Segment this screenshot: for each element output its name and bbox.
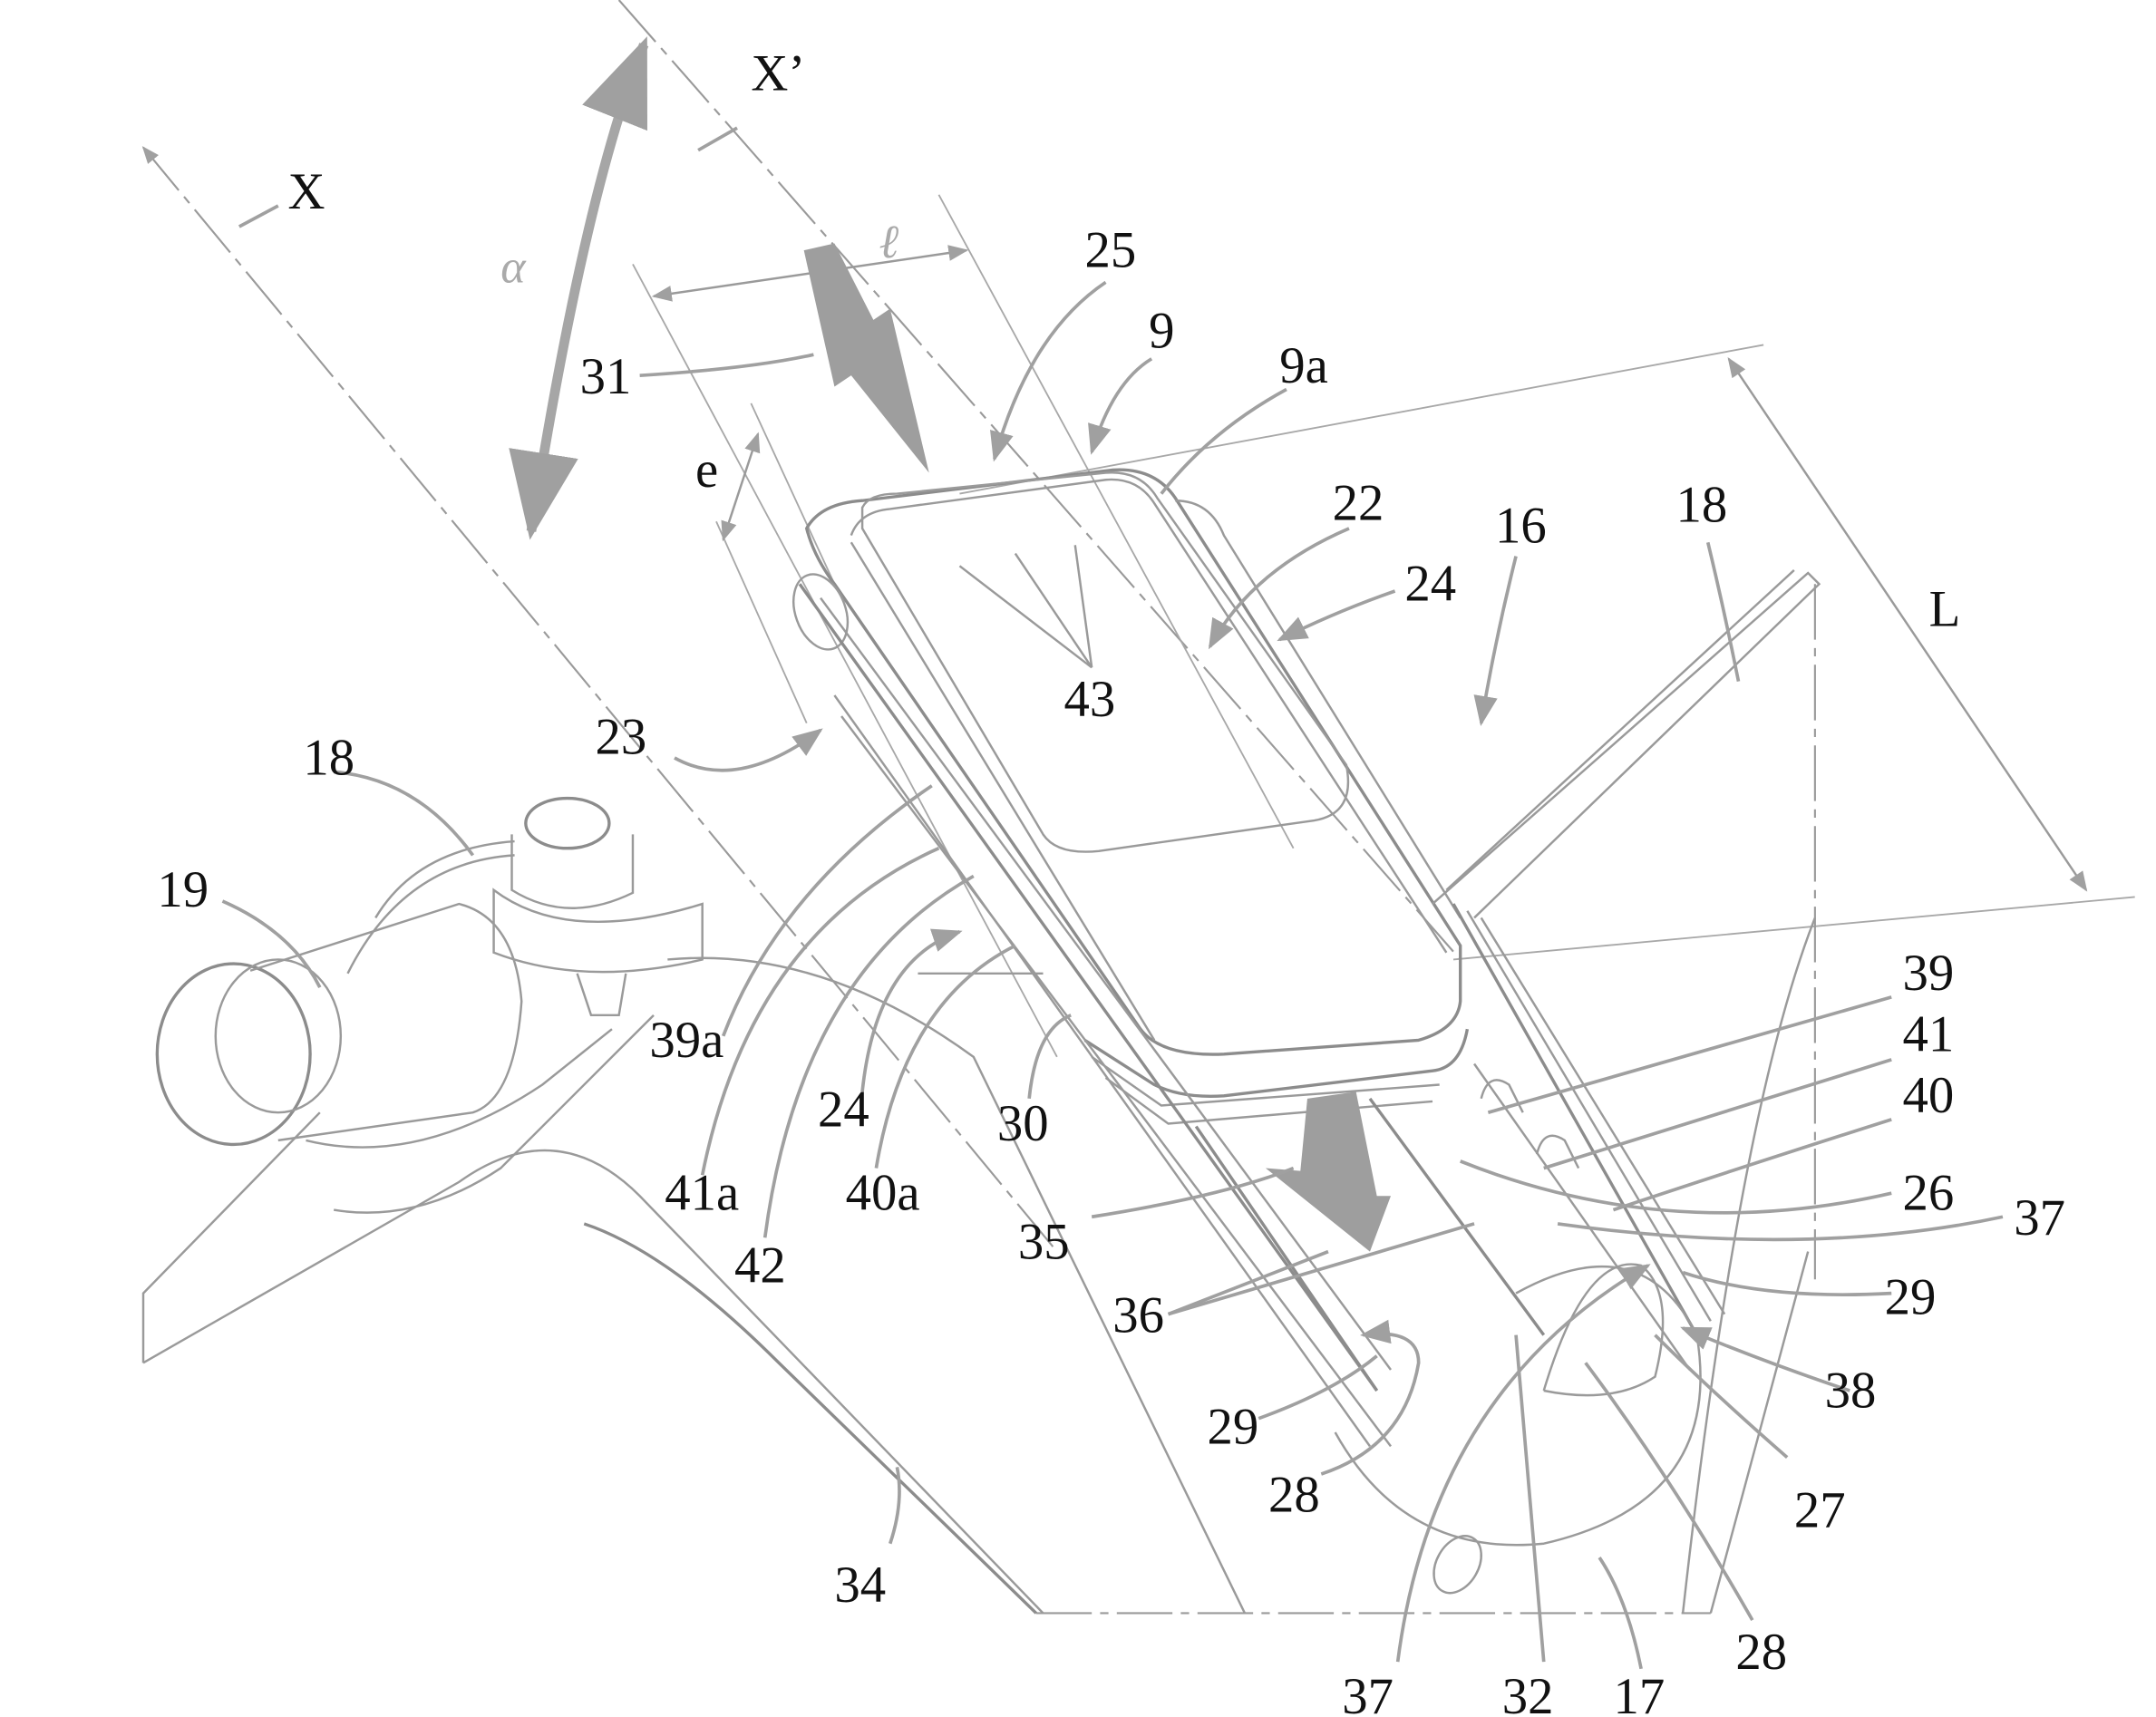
axis-x-line xyxy=(141,146,1058,1253)
ref-9a: 9a xyxy=(1279,337,1328,394)
ref-31: 31 xyxy=(580,348,632,405)
label-axis-x: X xyxy=(288,163,325,220)
ref-24-top: 24 xyxy=(1404,556,1456,613)
ref-43: 43 xyxy=(1064,671,1116,728)
ref-18-right: 18 xyxy=(1675,476,1727,533)
ref-34: 34 xyxy=(834,1557,886,1614)
label-axis-x-prime: X’ xyxy=(751,45,805,102)
ref-26: 26 xyxy=(1903,1165,1955,1222)
ref-28-left: 28 xyxy=(1268,1466,1320,1523)
insertion-arrow xyxy=(803,243,929,473)
leader-lines xyxy=(221,280,2004,1670)
ref-37-right: 37 xyxy=(2014,1189,2065,1247)
ref-25: 25 xyxy=(1085,222,1137,279)
ref-28-right: 28 xyxy=(1735,1624,1787,1681)
holder-lower-grip xyxy=(1083,1028,1470,1125)
axis-x-prime-line xyxy=(617,0,1462,961)
phone-side-button xyxy=(792,573,850,651)
ref-16: 16 xyxy=(1495,497,1547,554)
ref-40: 40 xyxy=(1903,1067,1955,1124)
feature-43-leaders xyxy=(958,545,1093,669)
dimension-L xyxy=(959,344,2135,961)
holder-tab-39 xyxy=(1480,1079,1524,1113)
phone-screen xyxy=(860,471,1350,853)
holder-rail-right xyxy=(1452,903,1726,1371)
ref-30: 30 xyxy=(997,1095,1049,1152)
holder-tab-41 xyxy=(1535,1134,1580,1169)
handlebar-grip-19 xyxy=(155,902,523,1147)
ref-41: 41 xyxy=(1903,1006,1955,1063)
ref-29-right: 29 xyxy=(1885,1269,1937,1326)
slot-36 xyxy=(1194,1097,1546,1392)
ref-9: 9 xyxy=(1149,302,1174,359)
slide-arrow xyxy=(1265,1091,1391,1252)
ref-42: 42 xyxy=(734,1237,786,1294)
ref-36: 36 xyxy=(1112,1287,1164,1344)
ref-27: 27 xyxy=(1794,1481,1846,1538)
ref-24-bottom: 24 xyxy=(818,1082,869,1139)
ref-23: 23 xyxy=(596,708,647,765)
bell-18 xyxy=(306,796,704,1214)
label-e: e xyxy=(695,441,718,499)
ref-38: 38 xyxy=(1825,1362,1877,1419)
ref-18-left: 18 xyxy=(303,729,354,786)
angle-alpha-arc xyxy=(509,36,649,540)
ref-39: 39 xyxy=(1903,945,1955,1002)
ref-17: 17 xyxy=(1613,1668,1665,1717)
ref-35: 35 xyxy=(1018,1213,1070,1270)
ref-29-left: 29 xyxy=(1208,1398,1259,1455)
label-alpha: α xyxy=(500,241,527,293)
ref-37-bottom: 37 xyxy=(1342,1668,1394,1717)
ref-39a: 39a xyxy=(649,1012,724,1069)
dimension-e xyxy=(715,403,836,724)
ref-19: 19 xyxy=(157,861,209,918)
holder-rail-left xyxy=(798,583,1392,1448)
label-ell: ℓ xyxy=(879,217,898,268)
label-L: L xyxy=(1929,580,1961,637)
phone-body xyxy=(804,468,1462,1056)
ref-40a: 40a xyxy=(846,1165,920,1222)
ref-41a: 41a xyxy=(665,1165,739,1222)
dimension-ell xyxy=(632,194,1295,1058)
ref-32: 32 xyxy=(1502,1668,1554,1717)
stem-base-16 xyxy=(1432,569,1821,1614)
ref-22: 22 xyxy=(1333,475,1384,532)
handlebar-frame-34 xyxy=(141,956,1247,1615)
